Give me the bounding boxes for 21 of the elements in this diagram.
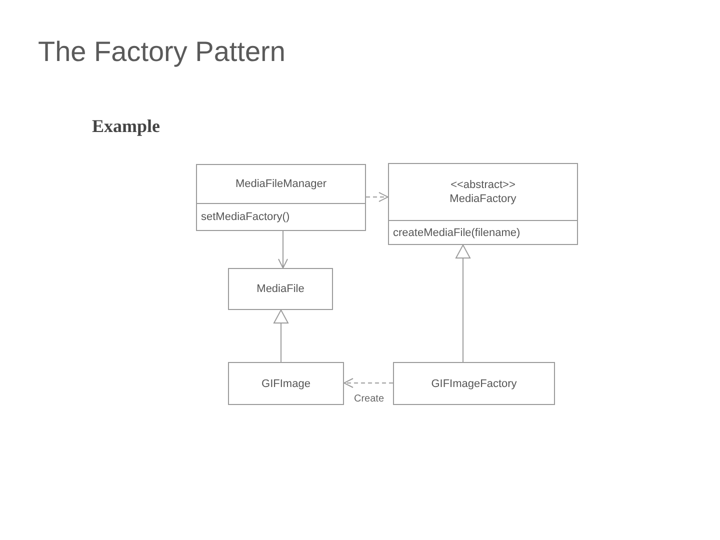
inheritance-arrow [456, 244, 470, 362]
method-signature: createMediaFile(filename) [393, 226, 520, 240]
dashed-arrow [344, 378, 394, 388]
stereotype-label: <<abstract>> [450, 178, 516, 192]
class-name: GIFImage [262, 376, 310, 390]
class-name: GIFImageFactory [431, 376, 517, 390]
class-box [196, 164, 366, 231]
class-name: MediaFactory [450, 192, 516, 206]
class-box [228, 362, 344, 405]
class-box [388, 163, 578, 245]
slide-title: The Factory Pattern [38, 36, 286, 68]
class-box [228, 268, 333, 310]
class-name: MediaFile [256, 282, 304, 296]
arrow [278, 230, 288, 268]
section-heading: Example [92, 116, 160, 137]
dashed-arrow [366, 192, 388, 202]
class-name: MediaFileManager [235, 177, 327, 191]
class-box [393, 362, 555, 405]
edge-label: Create [352, 394, 386, 404]
inheritance-arrow [274, 310, 288, 362]
method-signature: setMediaFactory() [201, 210, 290, 224]
